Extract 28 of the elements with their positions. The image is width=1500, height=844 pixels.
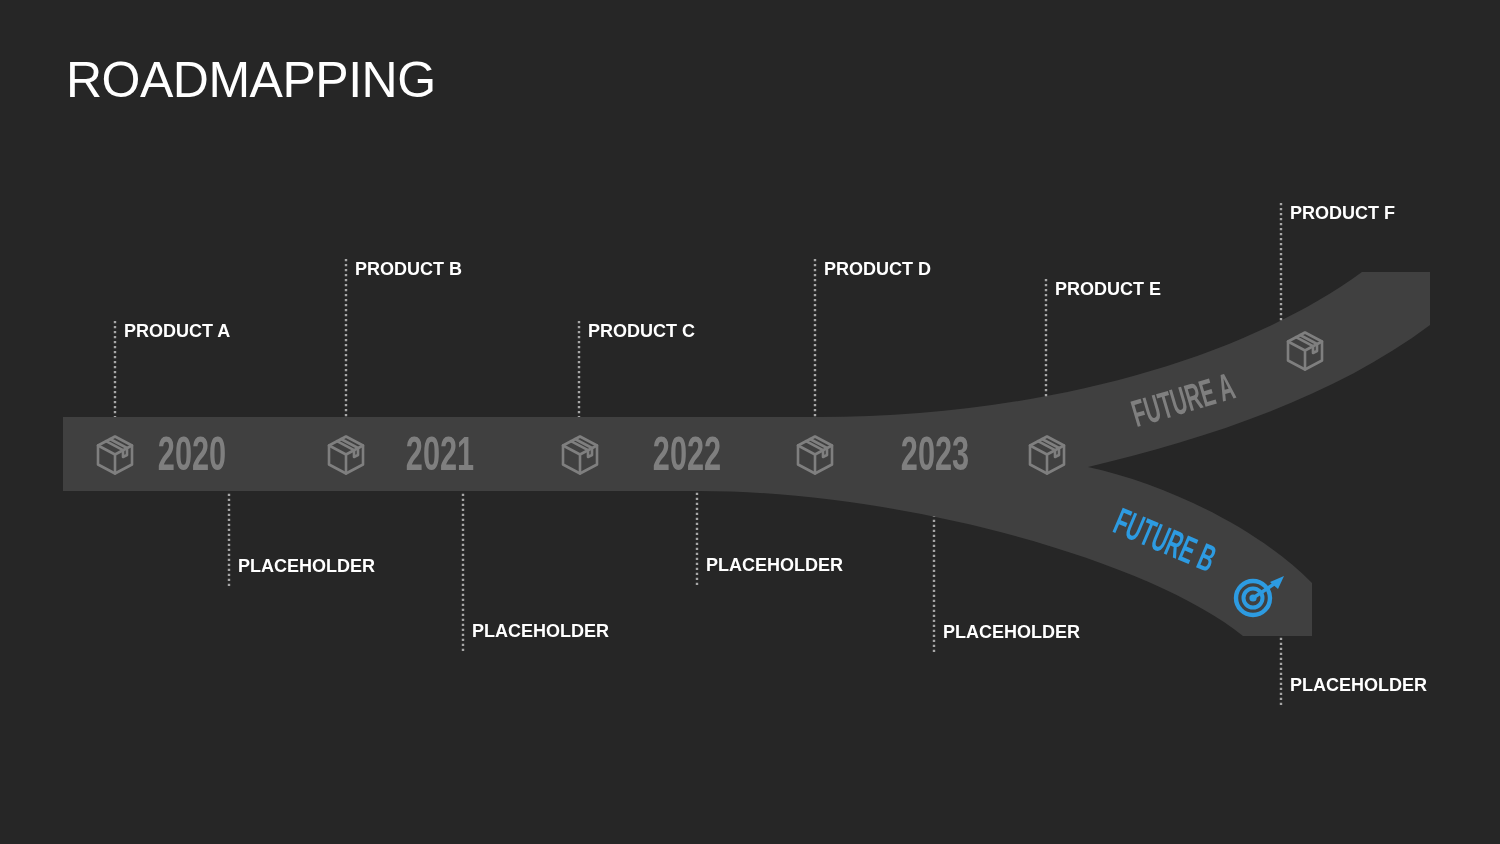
- leader-line: [344, 259, 348, 417]
- year-label: 2020: [157, 430, 227, 478]
- milestone-label: PLACEHOLDER: [934, 622, 1080, 652]
- milestone-label: PLACEHOLDER: [697, 555, 843, 585]
- milestone-label: PRODUCT A: [115, 321, 231, 341]
- leader-line: [113, 321, 117, 417]
- leader-line: [1044, 279, 1048, 397]
- year-label: 2023: [900, 430, 970, 478]
- milestone-label: PRODUCT D: [815, 259, 931, 279]
- slide-title: ROADMAPPING: [66, 51, 436, 110]
- leader-line: [461, 491, 465, 651]
- milestone-label: PRODUCT E: [1046, 279, 1161, 299]
- leader-line: [695, 491, 699, 585]
- leader-line: [1279, 203, 1283, 321]
- milestone-label: PRODUCT F: [1281, 203, 1395, 223]
- leader-line: [813, 259, 817, 417]
- milestone-label: PLACEHOLDER: [463, 621, 609, 651]
- year-label: 2021: [405, 430, 475, 478]
- branch-label: FUTURE B: [1108, 501, 1222, 579]
- leader-line: [577, 321, 581, 417]
- milestone-label: PLACEHOLDER: [229, 556, 375, 586]
- branch-label: FUTURE A: [1127, 366, 1239, 434]
- milestone-label: PLACEHOLDER: [1281, 675, 1427, 705]
- milestone-label: PRODUCT C: [579, 321, 695, 341]
- year-label: 2022: [652, 430, 722, 478]
- milestone-label: PRODUCT B: [346, 259, 462, 279]
- leader-line: [1279, 636, 1283, 705]
- leader-line: [227, 491, 231, 586]
